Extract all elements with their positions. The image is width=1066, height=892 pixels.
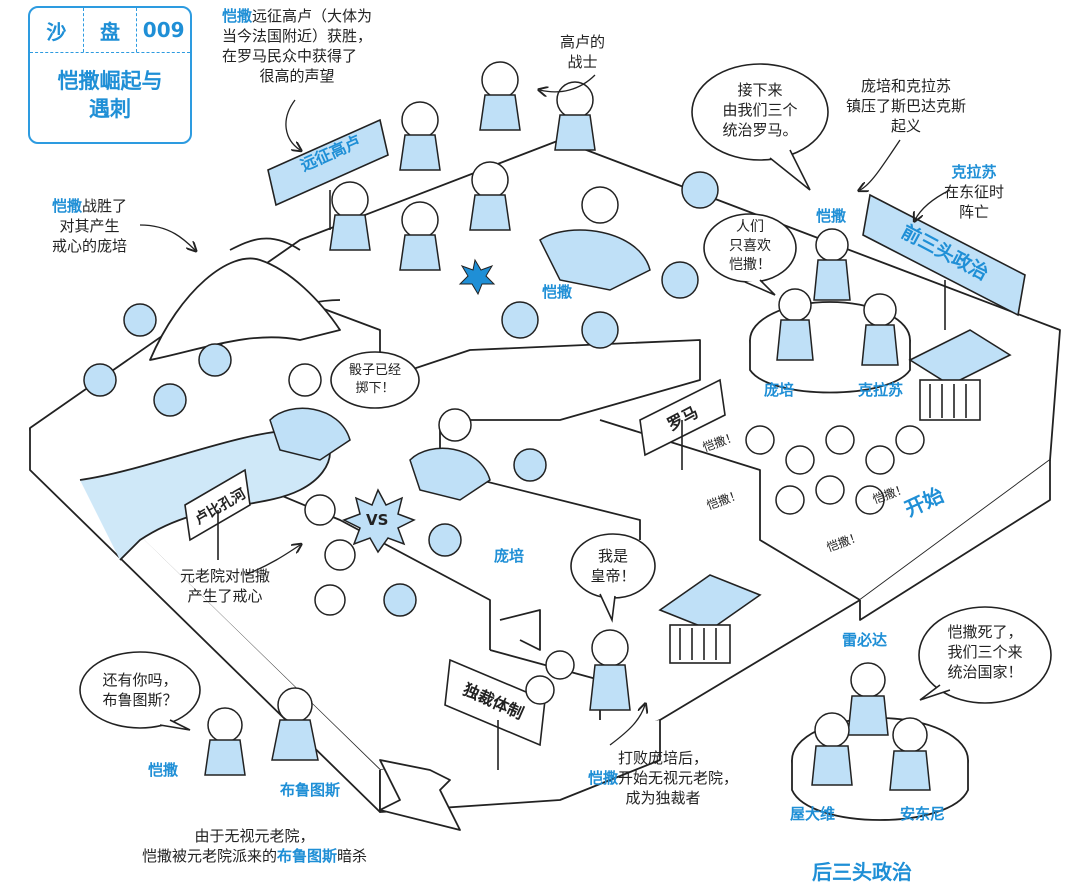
label-caesar-triumvirate: 恺撒 xyxy=(816,207,847,225)
bubble-triumvirate: 接下来 由我们三个 统治罗马。 xyxy=(712,80,808,140)
label-caesar-gaul: 恺撒 xyxy=(542,283,573,301)
bubble-die-cast: 骰子已经 掷下！ xyxy=(340,362,410,398)
mountains xyxy=(149,257,341,361)
caption-senate: 元老院对恺撒 产生了戒心 xyxy=(180,566,270,606)
bubble-die-cast-line-2: 掷下！ xyxy=(355,381,395,396)
label-pompey-battle: 庞培 xyxy=(494,547,525,565)
caption-spartacus: 庞培和克拉苏 镇压了斯巴达克斯 起义 xyxy=(846,76,966,136)
caption-gaul-warriors-line-2: 战士 xyxy=(567,53,598,71)
bubble-emperor: 我是 皇帝！ xyxy=(583,546,643,586)
vs-burst xyxy=(342,488,416,554)
label-crassus: 克拉苏 xyxy=(858,381,904,399)
bubble-people-love-line-3: 恺撒！ xyxy=(729,257,771,273)
label-caesar-death: 恺撒 xyxy=(148,761,179,779)
caption-gaul-warriors-line-1: 高卢的 xyxy=(560,33,606,51)
bubble-emperor-line-2: 皇帝！ xyxy=(590,567,636,585)
title-line-1: 恺撒崛起与 xyxy=(57,69,163,93)
sign-rubicon xyxy=(184,468,251,542)
bubble-die-cast-shape xyxy=(330,351,420,409)
caption-dictator-line-2: 开始无视元老院， xyxy=(618,769,739,787)
caption-assassination-line-1: 由于无视元老院， xyxy=(194,827,315,845)
bubble-die-cast-line-1: 骰子已经 xyxy=(348,363,401,378)
caption-crassus-name: 克拉苏 xyxy=(951,163,997,181)
caption-crassus: 克拉苏 在东征时 阵亡 xyxy=(944,162,1004,222)
caption-dictator: 打败庞培后， 恺撒开始无视元老院， 成为独裁者 xyxy=(588,748,738,808)
bubble-second-line-2: 我们三个来 xyxy=(947,643,1023,661)
caption-dictator-line-1: 打败庞培后， xyxy=(618,749,709,767)
caption-dictator-highlight: 恺撒 xyxy=(588,769,619,787)
category-label-2: 盘 xyxy=(82,8,137,52)
bubble-brutus-shape xyxy=(79,651,201,729)
sign-rome xyxy=(639,378,726,457)
vs-label: VS xyxy=(366,511,389,529)
caption-crassus-line-1: 在东征时 xyxy=(944,183,1005,201)
caption-crassus-line-2: 阵亡 xyxy=(959,203,990,221)
big-arrow-bottom xyxy=(379,759,461,831)
bubble-triumvirate-shape xyxy=(691,63,829,161)
category-label: 沙 xyxy=(46,19,67,44)
caption-senate-line-2: 产生了戒心 xyxy=(187,587,263,605)
sign-dictatorship xyxy=(444,658,546,747)
caption-assassination-line-2: 恺撒被元老院派来的 xyxy=(142,847,278,865)
caption-assassination-line-3: 暗杀 xyxy=(337,847,368,865)
caption-assassination-highlight: 布鲁图斯 xyxy=(277,847,338,865)
caption-pompey-victory: 恺撒战胜了 对其产生 戒心的庞培 xyxy=(52,196,127,256)
bubble-triumvirate-line-2: 由我们三个 xyxy=(722,101,798,119)
temple-top xyxy=(908,329,1012,421)
bubble-brutus: 还有你吗， 布鲁图斯？ xyxy=(92,670,188,710)
bubble-second-triumvirate: 恺撒死了， 我们三个来 统治国家！ xyxy=(936,622,1034,682)
sign-first-triumvirate xyxy=(862,193,1026,317)
caption-assassination: 由于无视元老院， 恺撒被元老院派来的布鲁图斯暗杀 xyxy=(142,826,367,866)
bubble-triumvirate-line-3: 统治罗马。 xyxy=(722,121,798,139)
caption-dictator-line-3: 成为独裁者 xyxy=(625,789,701,807)
caption-senate-line-1: 元老院对恺撒 xyxy=(180,567,271,585)
caption-pompey-victory-line-1: 战胜了 xyxy=(82,197,128,215)
title-box: 沙 盘 009 恺撒崛起与 遇刺 xyxy=(28,6,192,144)
caption-pompey-victory-line-2: 对其产生 xyxy=(59,217,120,235)
bubble-second-line-3: 统治国家！ xyxy=(947,663,1023,681)
caption-gaul-warriors: 高卢的 战士 xyxy=(560,32,605,72)
bubble-people-love-line-2: 只喜欢 xyxy=(729,238,771,254)
label-brutus: 布鲁图斯 xyxy=(280,781,341,799)
bubble-emperor-line-1: 我是 xyxy=(597,547,628,565)
label-second-triumvirate: 后三头政治 xyxy=(812,860,912,884)
bubble-second-line-1: 恺撒死了， xyxy=(947,623,1023,641)
bubble-second-shape xyxy=(918,606,1052,704)
label-octavian: 屋大维 xyxy=(790,805,836,823)
caption-gaul-line-3: 在罗马民众中获得了 xyxy=(222,47,358,65)
bubble-people-love-line-1: 人们 xyxy=(736,219,764,235)
board-side-front xyxy=(379,720,661,813)
sign-gaul xyxy=(267,118,389,207)
chapter-number: 009 xyxy=(136,8,190,52)
label-pompey: 庞培 xyxy=(764,381,795,399)
bubble-people-love: 人们 只喜欢 恺撒！ xyxy=(716,218,784,275)
caption-gaul-line-2: 当今法国附近）获胜， xyxy=(222,27,373,45)
bubble-brutus-line-1: 还有你吗， xyxy=(102,671,178,689)
caption-gaul: 恺撒远征高卢（大体为 当今法国附近）获胜， 在罗马民众中获得了 很高的声望 xyxy=(222,6,372,86)
bubble-triumvirate-line-1: 接下来 xyxy=(737,81,783,99)
bubble-brutus-line-2: 布鲁图斯？ xyxy=(102,691,178,709)
temple-bottom xyxy=(658,574,762,664)
caption-pompey-victory-highlight: 恺撒 xyxy=(52,197,83,215)
page-title: 恺撒崛起与 遇刺 xyxy=(30,67,190,123)
label-lepidus: 雷必达 xyxy=(842,631,888,649)
caption-spartacus-line-1: 庞培和克拉苏 xyxy=(861,77,952,95)
caption-gaul-line-4: 很高的声望 xyxy=(259,67,335,85)
label-antony: 安东尼 xyxy=(900,805,946,823)
caption-pompey-victory-line-3: 戒心的庞培 xyxy=(52,237,128,255)
caption-gaul-highlight: 恺撒 xyxy=(222,7,253,25)
caption-spartacus-line-3: 起义 xyxy=(891,117,922,135)
caption-spartacus-line-2: 镇压了斯巴达克斯 xyxy=(846,97,967,115)
caption-gaul-line-1: 远征高卢（大体为 xyxy=(252,7,373,25)
title-line-2: 遇刺 xyxy=(89,97,131,121)
